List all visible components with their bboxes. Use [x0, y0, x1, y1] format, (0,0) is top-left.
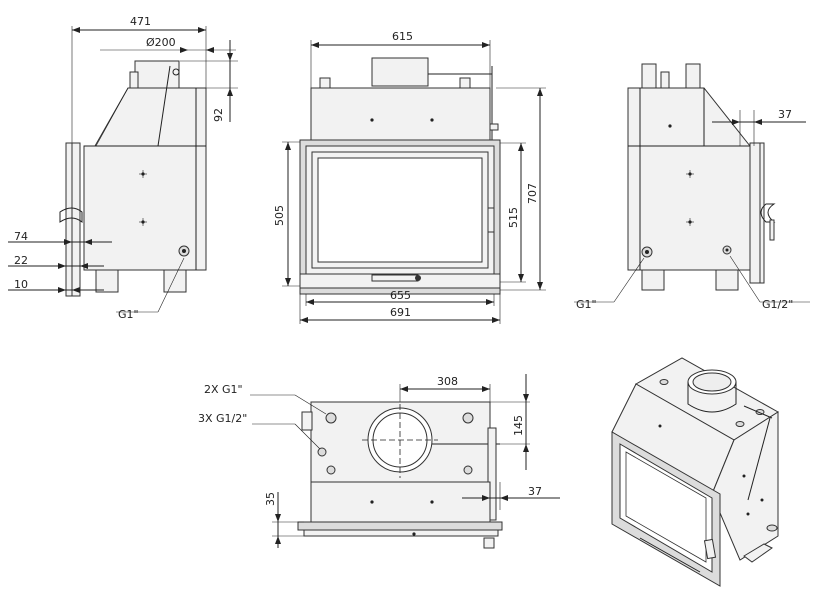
label-2x-g1: 2X G1"	[204, 383, 243, 396]
left-side-view: 471 Ø200 92	[8, 15, 238, 321]
dim-145: 145	[512, 415, 525, 436]
label-3x-g12: 3X G1/2"	[198, 412, 247, 425]
label-g12-right: G1/2"	[762, 298, 793, 311]
isometric-view	[611, 357, 779, 587]
dim-22: 22	[14, 254, 28, 267]
dim-691: 691	[390, 306, 411, 319]
dim-308: 308	[437, 375, 458, 388]
dim-655: 655	[390, 289, 411, 302]
dim-471: 471	[130, 15, 151, 28]
dim-707: 707	[526, 183, 539, 204]
dim-74: 74	[14, 230, 28, 243]
dim-dia-200: Ø200	[146, 36, 176, 49]
dim-515: 515	[507, 207, 520, 228]
top-view: 308 145	[198, 374, 560, 549]
dim-35: 35	[264, 492, 277, 506]
front-view: 615 505 515	[273, 30, 546, 324]
dim-37-top: 37	[528, 485, 542, 498]
dim-92: 92	[212, 108, 225, 122]
dim-37-right: 37	[778, 108, 792, 121]
right-side-view: G1" G1/2" 37	[574, 63, 810, 311]
label-g1-left: G1"	[118, 308, 139, 321]
dim-505: 505	[273, 205, 286, 226]
dim-615: 615	[392, 30, 413, 43]
label-g1-right: G1"	[576, 298, 597, 311]
dim-10: 10	[14, 278, 28, 291]
